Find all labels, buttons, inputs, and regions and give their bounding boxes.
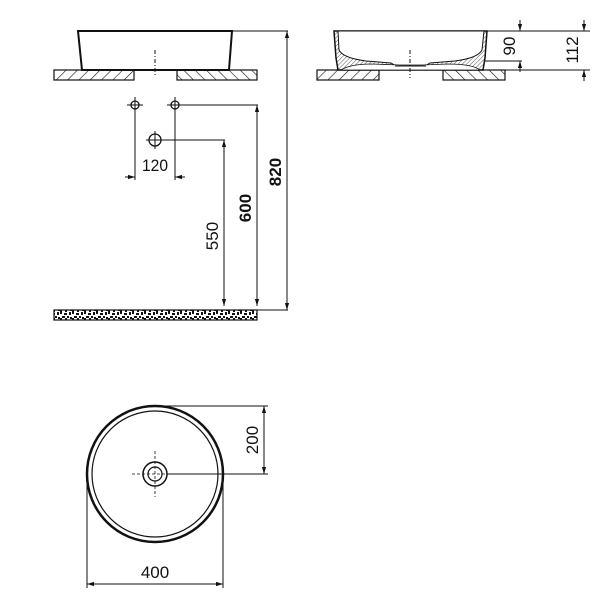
side-countertop-right [442,69,506,81]
dim-overall-height: 112 [563,36,582,63]
front-view: 120 550 600 820 [53,30,290,321]
dim-waste-height: 550 [203,222,222,250]
countertop-left [53,69,135,81]
dim-tap-height: 600 [236,194,255,222]
dim-tap-spacing: 120 [142,156,168,175]
dim-radius-offset: 200 [243,426,262,454]
floor [53,309,258,321]
dim-diameter: 400 [141,563,169,582]
side-countertop-left [316,69,380,81]
side-section-view: 90 112 [316,20,590,81]
dim-total-height: 820 [266,158,285,186]
countertop-right [176,69,258,81]
drain-icon [132,451,178,497]
dim-bowl-height: 90 [500,37,519,56]
top-view: 200 400 [85,404,268,588]
